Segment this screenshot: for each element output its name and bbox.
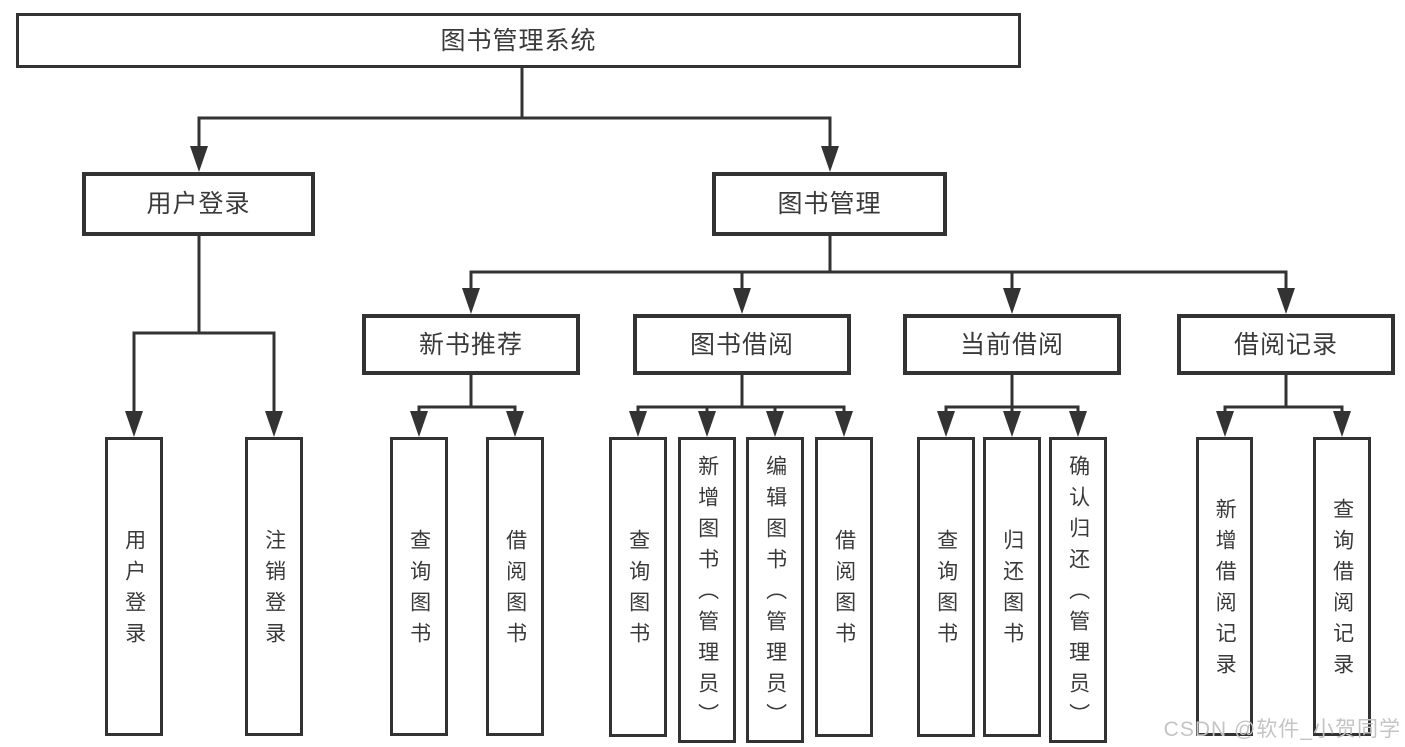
node-current-borrowing: 当前借阅 <box>903 314 1121 375</box>
leaf-current-query-books: 查询图书 <box>917 437 975 737</box>
node-library-management-system: 图书管理系统 <box>16 13 1021 68</box>
node-borrowing-records: 借阅记录 <box>1177 314 1395 375</box>
leaf-borrowing-query-books: 查询图书 <box>609 437 667 737</box>
node-user-login: 用户登录 <box>82 172 315 236</box>
csdn-watermark: CSDN @软件_小贺同学 <box>1163 718 1401 741</box>
node-new-book-recommendation: 新书推荐 <box>362 314 580 375</box>
leaf-current-confirm-return-admin: 确认归还（管理员） <box>1049 437 1107 743</box>
leaf-records-query-borrow-record: 查询借阅记录 <box>1313 437 1371 736</box>
leaf-recommend-query-books: 查询图书 <box>390 437 448 736</box>
leaf-borrowing-edit-books-admin: 编辑图书（管理员） <box>746 437 804 743</box>
leaf-user-login: 用户登录 <box>105 437 163 736</box>
leaf-current-return-books: 归还图书 <box>983 437 1041 737</box>
leaf-borrowing-borrow-books: 借阅图书 <box>815 437 873 737</box>
leaf-records-add-borrow-record: 新增借阅记录 <box>1196 437 1253 736</box>
leaf-borrowing-add-books-admin: 新增图书（管理员） <box>678 437 736 743</box>
leaf-logout-login: 注销登录 <box>245 437 303 736</box>
leaf-recommend-borrow-books: 借阅图书 <box>486 437 544 736</box>
node-book-borrowing: 图书借阅 <box>633 314 851 375</box>
node-book-management: 图书管理 <box>712 172 947 236</box>
